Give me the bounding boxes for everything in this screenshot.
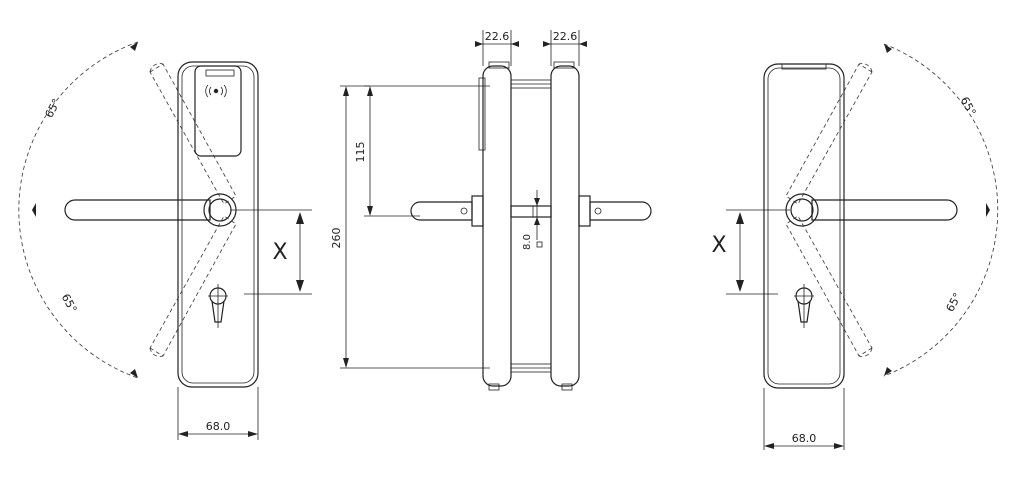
left-side-plate [482, 65, 512, 387]
rfid-icon [205, 84, 227, 98]
right-width-dimension: 68.0 [792, 432, 817, 445]
left-keyhole [208, 284, 228, 328]
right-keyhole [794, 284, 814, 328]
right-swing-arc [883, 43, 999, 377]
right-side-plate [550, 65, 580, 387]
left-swing-arc [18, 41, 139, 379]
left-width-dimension: 68.0 [206, 420, 231, 433]
right-x-dimension: X [711, 233, 726, 258]
left-front-view: X 68.0 65° 65° [18, 41, 312, 440]
height-total-dimension: 260 [330, 228, 343, 249]
right-angle-top: 65° [958, 95, 979, 118]
left-card-reader [194, 65, 242, 157]
spindle [510, 205, 552, 218]
side-thickness-right: 22.6 [553, 30, 578, 43]
left-angle-bottom: 65° [59, 292, 80, 315]
right-handle [811, 199, 958, 221]
left-handle [64, 199, 211, 221]
side-view: 22.6 22.6 260 115 8.0 [330, 30, 652, 391]
right-angle-bottom: 65° [944, 291, 965, 314]
side-handle-left [410, 201, 473, 221]
left-x-dimension: X [272, 240, 287, 265]
left-handle-rotated [149, 63, 237, 357]
right-handle-rotated [785, 63, 873, 357]
height-spindle-dimension: 115 [354, 142, 367, 163]
side-thickness-left: 22.6 [485, 30, 510, 43]
left-escutcheon-plate [177, 61, 259, 388]
spindle-size-dimension: 8.0 [522, 234, 533, 250]
side-handle-right [589, 201, 652, 221]
right-front-view: X 68.0 65° 65° [711, 43, 999, 450]
left-angle-top: 65° [43, 97, 64, 120]
